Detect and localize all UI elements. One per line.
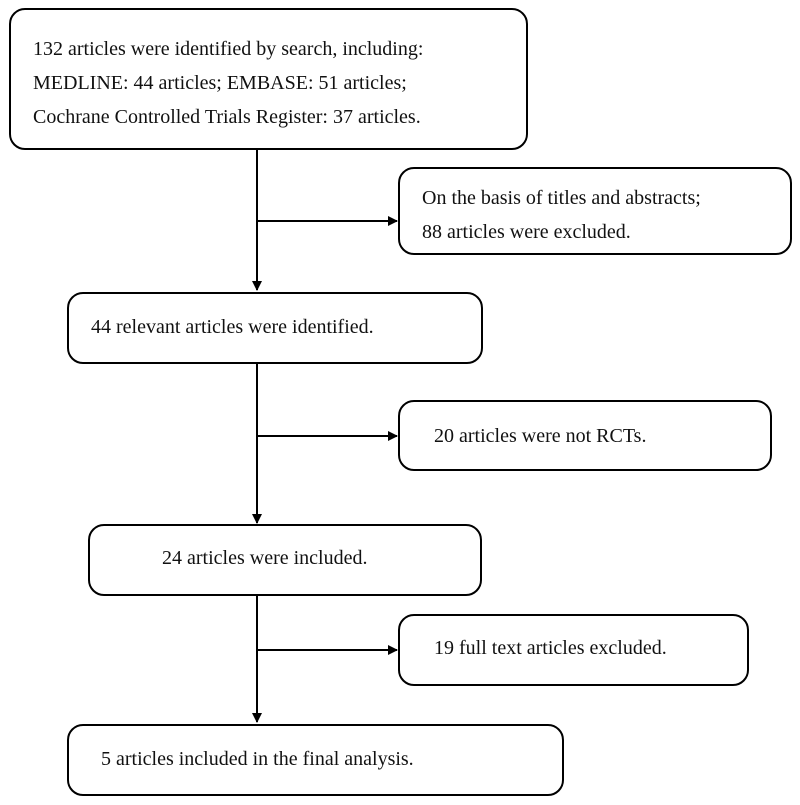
search-results-line-3: Cochrane Controlled Trials Register: 37 … (33, 106, 421, 128)
title-abstract-exclusion-box: On the basis of titles and abstracts; 88… (398, 167, 792, 255)
final-analysis-box: 5 articles included in the final analysi… (67, 724, 564, 796)
not-rct-exclusion-box: 20 articles were not RCTs. (398, 400, 772, 471)
fulltext-exclusion-text: 19 full text articles excluded. (434, 637, 667, 659)
not-rct-exclusion-text: 20 articles were not RCTs. (434, 425, 647, 447)
search-results-line-1: 132 articles were identified by search, … (33, 38, 424, 60)
relevant-articles-text: 44 relevant articles were identified. (91, 316, 374, 338)
title-abstract-exclusion-line-1: On the basis of titles and abstracts; (422, 187, 701, 209)
title-abstract-exclusion-line-2: 88 articles were excluded. (422, 221, 631, 243)
included-articles-box: 24 articles were included. (88, 524, 482, 596)
included-articles-text: 24 articles were included. (162, 547, 368, 569)
search-results-line-2: MEDLINE: 44 articles; EMBASE: 51 article… (33, 72, 407, 94)
fulltext-exclusion-box: 19 full text articles excluded. (398, 614, 749, 686)
final-analysis-text: 5 articles included in the final analysi… (101, 748, 414, 770)
relevant-articles-box: 44 relevant articles were identified. (67, 292, 483, 364)
search-results-box: 132 articles were identified by search, … (9, 8, 528, 150)
